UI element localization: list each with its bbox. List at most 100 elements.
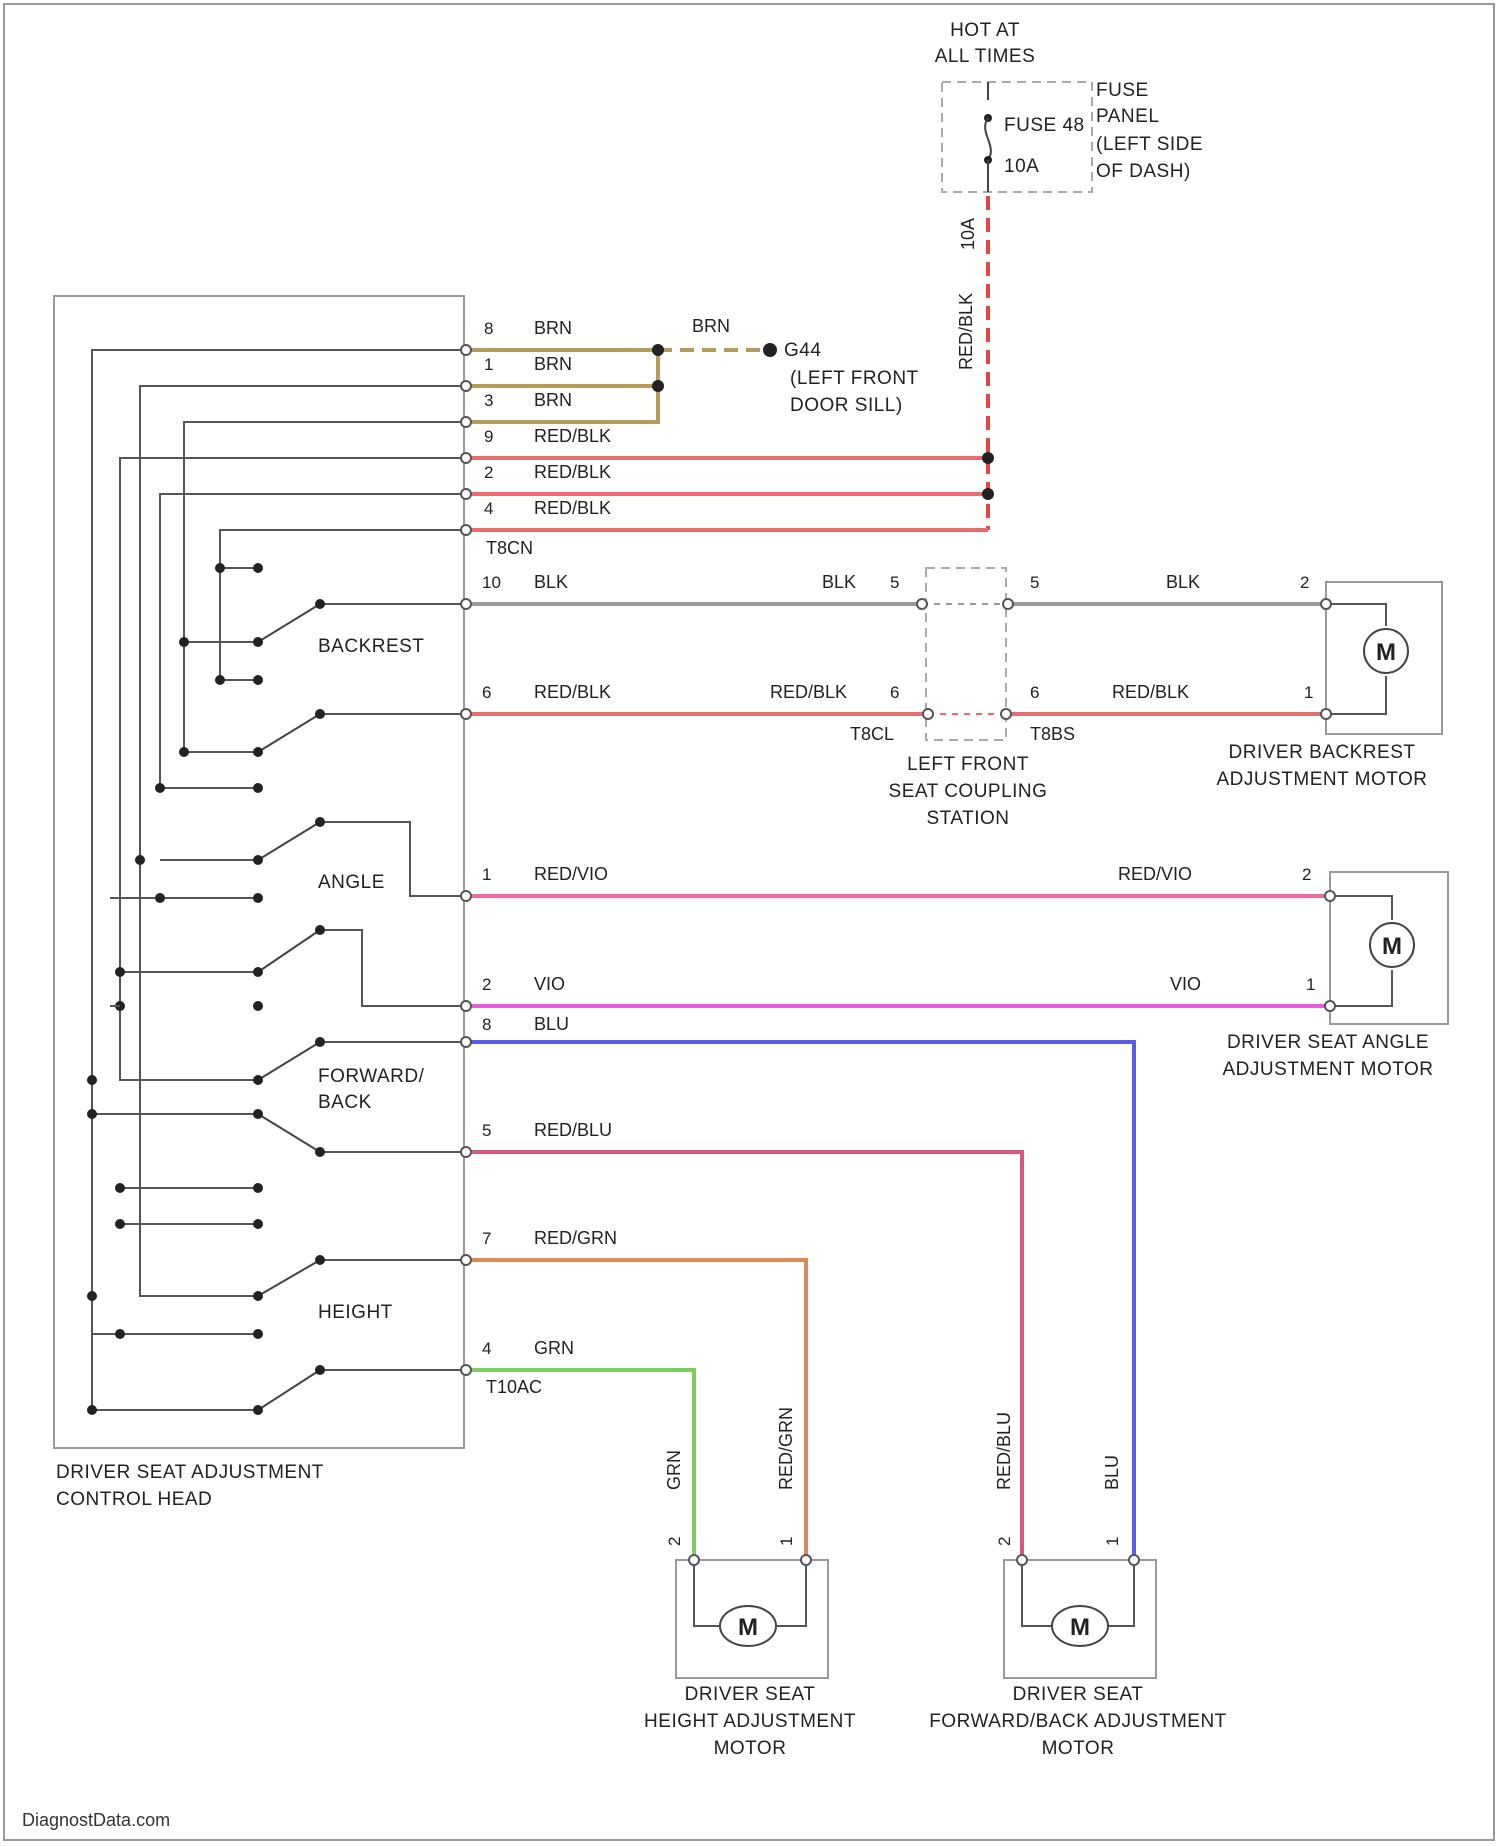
wire-label-vio-right: VIO — [1170, 974, 1201, 994]
switch-label-height: HEIGHT — [318, 1302, 393, 1323]
coupling-terminal-2 — [1003, 599, 1013, 609]
angle-motor-symbol: M — [1382, 933, 1402, 960]
angle-motor-pin-1: 1 — [1306, 975, 1315, 994]
angle-motor-label-1: DRIVER SEAT ANGLE — [1227, 1032, 1429, 1053]
fuse-panel-label-1: FUSE — [1096, 80, 1149, 101]
brn-splice-2 — [652, 380, 664, 392]
fuse-panel-label-3: (LEFT SIDE — [1096, 134, 1203, 155]
coupling-left-connector: T8CL — [850, 724, 894, 744]
ground-name: G44 — [784, 340, 821, 361]
coupling-terminal-3 — [923, 709, 933, 719]
coupling-pin-6: 6 — [890, 683, 899, 702]
wire-label-red-blk-6: RED/BLK — [534, 682, 611, 702]
height-motor-label-3: MOTOR — [714, 1738, 787, 1759]
wire-label-red-grn-vertical: RED/GRN — [776, 1407, 796, 1490]
height-motor-symbol: M — [738, 1614, 758, 1641]
brn-splice-1 — [652, 344, 664, 356]
connector-top-label: T8CN — [486, 538, 533, 558]
wire-label-blk-right: BLK — [1166, 572, 1200, 592]
internal-wiring — [92, 350, 462, 1410]
pin-1-top: 1 — [484, 355, 493, 374]
backrest-motor-pin-1: 1 — [1304, 683, 1313, 702]
forward-motor-pin-1: 1 — [1103, 1537, 1122, 1546]
ground-location-1: (LEFT FRONT — [790, 368, 919, 389]
wire-label-brn-3: BRN — [534, 390, 572, 410]
pin-9-top: 9 — [484, 427, 493, 446]
angle-motor-pin-2: 2 — [1302, 865, 1311, 884]
wire-label-grn-left: GRN — [534, 1338, 574, 1358]
coupling-pin-6-right: 6 — [1030, 683, 1039, 702]
pin-3-top: 3 — [484, 391, 493, 410]
forward-motor-label-2: FORWARD/BACK ADJUSTMENT — [929, 1711, 1227, 1732]
wire-label-red-blu-left: RED/BLU — [534, 1120, 612, 1140]
switch-label-forward-1: FORWARD/ — [318, 1066, 425, 1087]
coupling-label-3: STATION — [926, 808, 1009, 829]
switch-label-angle: ANGLE — [318, 872, 385, 893]
ground-location-2: DOOR SILL) — [790, 395, 903, 416]
height-motor-pin-2: 2 — [665, 1537, 684, 1546]
red-grn-wire — [466, 1260, 806, 1560]
hot-at-all-times-line1: HOT AT — [950, 20, 1020, 41]
internal-junctions — [87, 563, 325, 1415]
ground-point — [763, 343, 777, 357]
wire-label-red-blk-2: RED/BLK — [534, 462, 611, 482]
pin-2-top: 2 — [484, 463, 493, 482]
wire-label-red-blk-right: RED/BLK — [1112, 682, 1189, 702]
wire-label-brn-top: BRN — [534, 318, 572, 338]
wire-label-red-vio-right: RED/VIO — [1118, 864, 1192, 884]
wire-label-red-grn-left: RED/GRN — [534, 1228, 617, 1248]
pin-5: 5 — [482, 1121, 491, 1140]
hot-at-all-times-line2: ALL TIMES — [935, 46, 1036, 67]
coupling-right-connector: T8BS — [1030, 724, 1075, 744]
fuse-name: FUSE 48 — [1004, 115, 1085, 136]
wire-label-red-blu-vertical: RED/BLU — [994, 1412, 1014, 1490]
coupling-terminal-1 — [917, 599, 927, 609]
wire-label-red-blk-9: RED/BLK — [534, 426, 611, 446]
coupling-terminal-4 — [1001, 709, 1011, 719]
pin-8-top: 8 — [484, 319, 493, 338]
backrest-motor-symbol: M — [1376, 639, 1396, 666]
fuse-feed-wire-label: RED/BLK — [956, 293, 976, 370]
forward-motor-symbol: M — [1070, 1614, 1090, 1641]
wire-label-grn-vertical: GRN — [664, 1450, 684, 1490]
height-motor-label-2: HEIGHT ADJUSTMENT — [644, 1711, 856, 1732]
wire-label-red-vio-left: RED/VIO — [534, 864, 608, 884]
fuse-panel-label-2: PANEL — [1096, 106, 1159, 127]
switch-label-backrest: BACKREST — [318, 636, 424, 657]
forward-motor-pin-2: 2 — [995, 1537, 1014, 1546]
coupling-label-1: LEFT FRONT — [907, 754, 1029, 775]
wire-label-brn-1: BRN — [534, 354, 572, 374]
pin-7: 7 — [482, 1229, 491, 1248]
forward-motor-label-3: MOTOR — [1042, 1738, 1115, 1759]
wire-label-red-blk-4: RED/BLK — [534, 498, 611, 518]
fuse-rating: 10A — [1004, 156, 1039, 177]
wire-label-blu-left: BLU — [534, 1014, 569, 1034]
connector-bottom-label: T10AC — [486, 1377, 542, 1397]
wire-label-blu-vertical: BLU — [1102, 1455, 1122, 1490]
angle-motor-label-2: ADJUSTMENT MOTOR — [1222, 1059, 1433, 1080]
pin-4-bottom: 4 — [482, 1339, 491, 1358]
wire-label-blk-left: BLK — [534, 572, 568, 592]
fuse-pin-label: 10A — [958, 218, 978, 250]
fuse-symbol — [985, 118, 991, 160]
red-blk-splice-2 — [982, 488, 994, 500]
pin-10: 10 — [482, 573, 501, 592]
control-head-label-2: CONTROL HEAD — [56, 1489, 212, 1510]
wire-label-red-blk-coupling: RED/BLK — [770, 682, 847, 702]
ground-wire-label: BRN — [692, 316, 730, 336]
pin-4-top: 4 — [484, 499, 493, 518]
height-motor-label-1: DRIVER SEAT — [685, 1684, 816, 1705]
height-motor-pin-1: 1 — [777, 1537, 796, 1546]
backrest-motor-pin-2: 2 — [1300, 573, 1309, 592]
backrest-motor-label-2: ADJUSTMENT MOTOR — [1216, 769, 1427, 790]
control-head-box — [54, 296, 464, 1448]
control-head-label-1: DRIVER SEAT ADJUSTMENT — [56, 1462, 324, 1483]
grn-wire — [466, 1370, 694, 1560]
pin-6: 6 — [482, 683, 491, 702]
page-border — [4, 4, 1494, 1840]
wire-label-blk-coupling: BLK — [822, 572, 856, 592]
coupling-label-2: SEAT COUPLING — [889, 781, 1048, 802]
pin-8-bottom: 8 — [482, 1015, 491, 1034]
fuse-panel-label-4: OF DASH) — [1096, 161, 1191, 182]
